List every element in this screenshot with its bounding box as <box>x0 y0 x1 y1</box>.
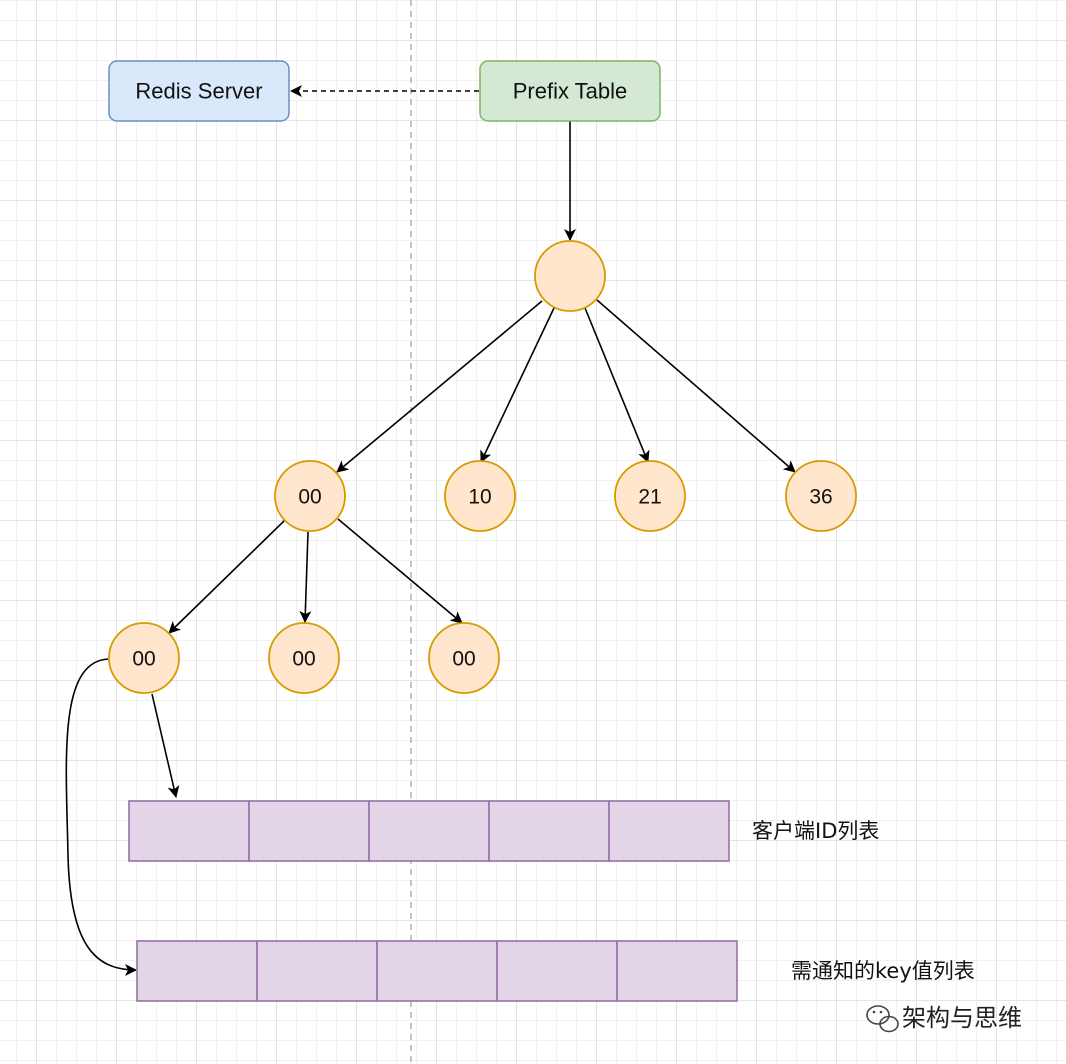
wechat-icon <box>866 1005 899 1033</box>
client-id-list: 客户端ID列表 <box>128 800 879 862</box>
prefix-table-label: Prefix Table <box>513 79 628 104</box>
client-id-cell <box>488 800 610 862</box>
watermark: 架构与思维 <box>866 1004 1022 1033</box>
tree-node-21: 21 <box>614 460 686 532</box>
client-id-cell <box>128 800 250 862</box>
prefix-table-node: Prefix Table <box>479 60 661 122</box>
tree-leaf-node-2: 00 <box>268 622 340 694</box>
edge-root-to-21 <box>584 307 650 463</box>
tree-root-node <box>534 240 606 312</box>
tree-node-label: 21 <box>638 486 661 509</box>
edge-root-to-00 <box>336 300 543 473</box>
edges <box>65 85 796 976</box>
tree-node-label: 36 <box>809 486 832 509</box>
tree-node-label: 00 <box>452 648 475 671</box>
client-id-cell <box>248 800 370 862</box>
tree-leaf-node-3: 00 <box>428 622 500 694</box>
key-notify-list-label: 需通知的key值列表 <box>791 959 975 983</box>
edge-00-to-child-1 <box>168 519 286 634</box>
redis-server-label: Redis Server <box>135 79 262 104</box>
redis-server-node: Redis Server <box>108 60 290 122</box>
edge-00-to-child-3 <box>337 518 463 624</box>
key-cell <box>376 940 498 1002</box>
tree-leaf-node-1: 00 <box>108 622 180 694</box>
client-id-list-label: 客户端ID列表 <box>752 819 879 843</box>
tree-node-10: 10 <box>444 460 516 532</box>
key-cell <box>256 940 378 1002</box>
edge-child-to-key-list <box>65 658 137 976</box>
watermark-label: 架构与思维 <box>902 1004 1022 1032</box>
tree-node-label: 00 <box>292 648 315 671</box>
edge-root-to-10 <box>480 307 555 463</box>
tree-node-label: 00 <box>132 648 155 671</box>
tree-node-label: 00 <box>298 486 321 509</box>
edge-child-to-client-list <box>151 693 180 798</box>
tree-node-36: 36 <box>785 460 857 532</box>
edge-root-to-36 <box>596 299 796 473</box>
key-cell <box>616 940 738 1002</box>
key-cell <box>496 940 618 1002</box>
client-id-cell <box>368 800 490 862</box>
key-cell <box>136 940 258 1002</box>
key-notify-list: 需通知的key值列表 <box>136 940 975 1002</box>
edge-00-to-child-2 <box>299 531 312 623</box>
client-id-cell <box>608 800 730 862</box>
tree-node-00: 00 <box>274 460 346 532</box>
tree-node-label: 10 <box>468 486 491 509</box>
